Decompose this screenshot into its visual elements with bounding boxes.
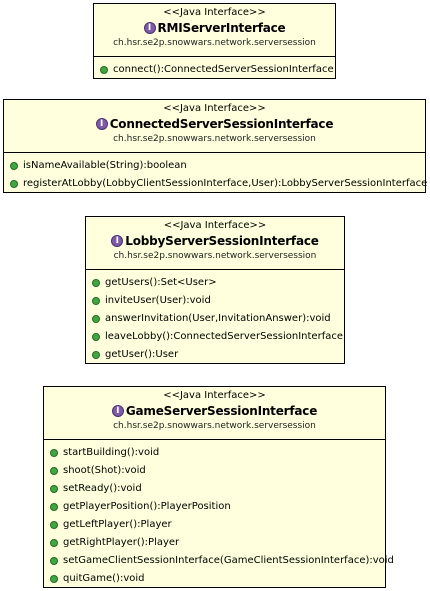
public-method-icon	[50, 557, 58, 565]
interface-name: GameServerSessionInterface	[125, 404, 318, 418]
operation-signature: answerInvitation(User,InvitationAnswer):…	[105, 313, 331, 324]
interface-header: <<Java Interface>> I GameServerSessionIn…	[44, 387, 385, 440]
lobby-server-session-interface-box[interactable]: <<Java Interface>> I LobbyServerSessionI…	[85, 216, 345, 364]
operation-signature: isNameAvailable(String):boolean	[23, 160, 187, 171]
public-method-icon	[92, 351, 100, 359]
operation-signature: inviteUser(User):void	[105, 295, 211, 306]
operation-signature: getUser():User	[105, 349, 179, 360]
operation-signature: connect():ConnectedServerSessionInterfac…	[113, 64, 334, 75]
interface-title: I ConnectedServerSessionInterface	[4, 115, 425, 133]
public-method-icon	[50, 449, 58, 457]
operation-signature: leaveLobby():ConnectedServerSessionInter…	[105, 331, 343, 342]
package-name: ch.hsr.se2p.snowwars.network.serversessi…	[113, 421, 316, 431]
public-method-icon	[50, 503, 58, 511]
operation-item: getUser():User	[86, 346, 344, 364]
public-method-icon	[92, 297, 100, 305]
interface-icon: I	[111, 235, 124, 247]
public-method-icon	[50, 539, 58, 547]
interface-title: I LobbyServerSessionInterface	[86, 232, 344, 250]
operation-signature: getPlayerPosition():PlayerPosition	[63, 501, 231, 512]
operation-item: getRightPlayer():Player	[44, 534, 385, 552]
public-method-icon	[10, 180, 18, 188]
operation-item: inviteUser(User):void	[86, 292, 344, 310]
interface-title: I GameServerSessionInterface	[44, 402, 385, 420]
operation-signature: registerAtLobby(LobbyClientSessionInterf…	[23, 178, 428, 189]
interface-name: RMIServerInterface	[157, 21, 286, 35]
operation-signature: quitGame():void	[63, 573, 145, 584]
public-method-icon	[92, 279, 100, 287]
operation-signature: getRightPlayer():Player	[63, 537, 180, 548]
operation-signature: setReady():void	[63, 483, 142, 494]
stereotype-label: <<Java Interface>>	[163, 7, 266, 18]
operation-item: getLeftPlayer():Player	[44, 516, 385, 534]
interface-header: <<Java Interface>> I LobbyServerSessionI…	[86, 217, 344, 270]
operations-list: isNameAvailable(String):boolean register…	[4, 153, 428, 193]
connected-server-session-interface-box[interactable]: <<Java Interface>> I ConnectedServerSess…	[3, 99, 428, 193]
interface-icon: I	[111, 405, 124, 417]
public-method-icon	[10, 162, 18, 170]
operations-list: connect():ConnectedServerSessionInterfac…	[94, 57, 335, 79]
operation-signature: getUsers():Set<User>	[105, 277, 217, 288]
interface-name: LobbyServerSessionInterface	[125, 234, 319, 248]
game-server-session-interface-box[interactable]: <<Java Interface>> I GameServerSessionIn…	[43, 386, 394, 588]
operation-item: setGameClientSessionInterface(GameClient…	[44, 552, 394, 570]
interface-icon: I	[95, 118, 108, 130]
interface-name: ConnectedServerSessionInterface	[109, 117, 334, 131]
operation-item: shoot(Shot):void	[44, 462, 385, 480]
rmi-server-interface-box[interactable]: <<Java Interface>> I RMIServerInterface …	[93, 3, 336, 79]
package-name: ch.hsr.se2p.snowwars.network.serversessi…	[113, 251, 317, 261]
operation-signature: getLeftPlayer():Player	[63, 519, 172, 530]
stereotype-label: <<Java Interface>>	[163, 220, 267, 231]
public-method-icon	[50, 575, 58, 583]
stereotype-label: <<Java Interface>>	[163, 103, 266, 114]
operation-item: connect():ConnectedServerSessionInterfac…	[94, 61, 335, 79]
operation-signature: shoot(Shot):void	[63, 465, 146, 476]
operation-item: getPlayerPosition():PlayerPosition	[44, 498, 385, 516]
interface-header: <<Java Interface>> I ConnectedServerSess…	[4, 100, 425, 153]
operation-signature: startBuilding():void	[63, 447, 160, 458]
operation-item: leaveLobby():ConnectedServerSessionInter…	[86, 328, 344, 346]
operations-list: startBuilding():void shoot(Shot):void se…	[44, 440, 394, 588]
package-name: ch.hsr.se2p.snowwars.network.serversessi…	[113, 134, 316, 144]
operation-item: startBuilding():void	[44, 444, 385, 462]
public-method-icon	[92, 333, 100, 341]
stereotype-label: <<Java Interface>>	[163, 390, 266, 401]
public-method-icon	[50, 485, 58, 493]
public-method-icon	[92, 315, 100, 323]
package-name: ch.hsr.se2p.snowwars.network.serversessi…	[113, 38, 316, 48]
public-method-icon	[50, 521, 58, 529]
interface-title: I RMIServerInterface	[94, 19, 335, 37]
interface-header: <<Java Interface>> I RMIServerInterface …	[94, 4, 335, 57]
operation-item: getUsers():Set<User>	[86, 274, 344, 292]
operation-signature: setGameClientSessionInterface(GameClient…	[63, 555, 394, 566]
public-method-icon	[50, 467, 58, 475]
operation-item: registerAtLobby(LobbyClientSessionInterf…	[4, 175, 428, 193]
operation-item: setReady():void	[44, 480, 385, 498]
operation-item: answerInvitation(User,InvitationAnswer):…	[86, 310, 344, 328]
operations-list: getUsers():Set<User> inviteUser(User):vo…	[86, 270, 344, 364]
operation-item: isNameAvailable(String):boolean	[4, 157, 425, 175]
operation-item: quitGame():void	[44, 570, 385, 588]
public-method-icon	[100, 66, 108, 74]
interface-icon: I	[143, 22, 156, 34]
